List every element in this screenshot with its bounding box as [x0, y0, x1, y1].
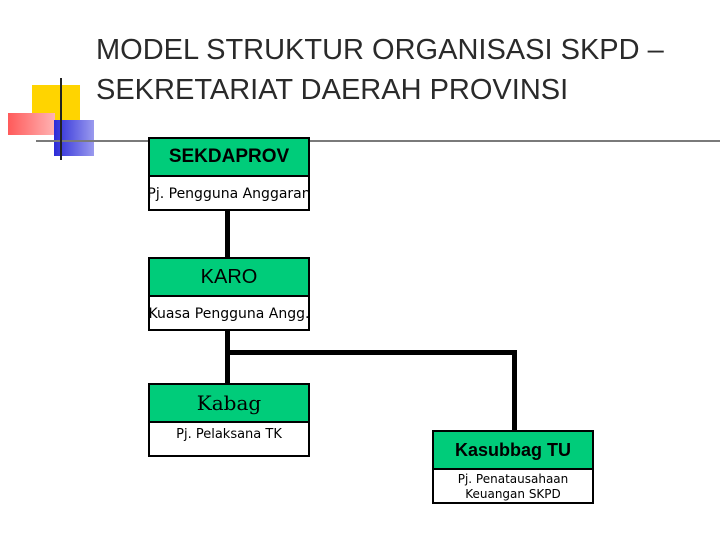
slide-title: MODEL STRUKTUR ORGANISASI SKPD – SEKRETA… — [96, 30, 716, 110]
node-role-line-1: Pj. Penatausahaan — [457, 472, 569, 486]
node-role: Kuasa Pengguna Angg. — [150, 306, 308, 322]
slide-title-line-2: SEKRETARIAT DAERAH PROVINSI — [96, 74, 569, 106]
node-role: Pj. Pengguna Anggaran — [150, 186, 308, 202]
org-node-kabag: Kabag Pj. Pelaksana TK — [148, 383, 310, 457]
node-name: KARO — [150, 259, 308, 297]
connector-sekdaprov-karo — [225, 211, 230, 257]
connector-karo-kabag — [225, 331, 230, 383]
decor-red-bar — [8, 113, 55, 135]
node-name: Kasubbag TU — [434, 432, 592, 470]
org-node-karo: KARO Kuasa Pengguna Angg. — [148, 257, 310, 331]
node-role: Pj. Pelaksana TK — [176, 427, 282, 442]
connector-branch-kasubbag — [512, 350, 517, 430]
node-name: Kabag — [150, 385, 308, 423]
org-node-kasubbag-tu: Kasubbag TU Pj. Penatausahaan Keuangan S… — [432, 430, 594, 504]
slide-title-line-1: MODEL STRUKTUR ORGANISASI SKPD – — [96, 34, 664, 66]
decor-horizontal-rule — [36, 140, 720, 142]
node-role-line-2: Keuangan SKPD — [465, 487, 561, 501]
node-name: SEKDAPROV — [150, 139, 308, 177]
org-node-sekdaprov: SEKDAPROV Pj. Pengguna Anggaran — [148, 137, 310, 211]
decor-vertical-rule — [60, 78, 62, 160]
connector-branch-horizontal — [225, 350, 517, 355]
node-role: Pj. Penatausahaan Keuangan SKPD — [434, 470, 592, 504]
